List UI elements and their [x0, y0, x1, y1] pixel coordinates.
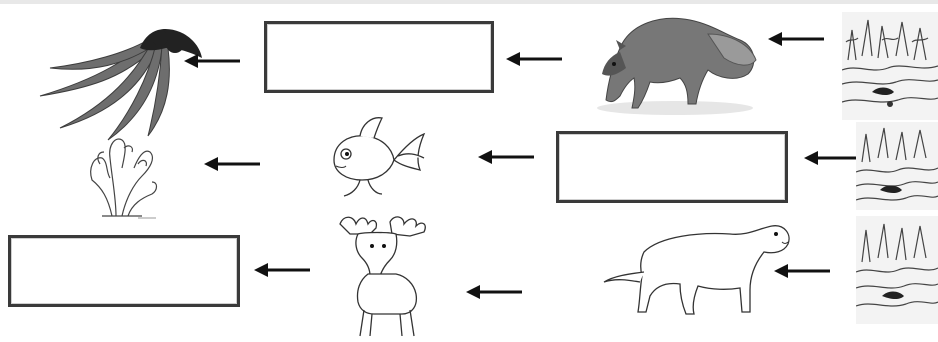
moose-image	[339, 216, 426, 337]
tundra-image	[842, 12, 938, 120]
answer-box-row-1[interactable]	[264, 21, 494, 93]
tundra-image	[856, 216, 938, 324]
answer-input-row-2[interactable]	[559, 134, 785, 200]
goldfish-image	[333, 117, 426, 197]
arrow-left-icon	[478, 150, 534, 164]
answer-box-row-2[interactable]	[556, 131, 788, 203]
arrow-left-icon	[506, 52, 562, 66]
answer-input-row-3[interactable]	[11, 238, 237, 304]
arrow-left-icon	[774, 264, 830, 278]
arrow-left-icon	[204, 157, 260, 171]
tundra-image	[856, 122, 938, 210]
arrow-left-icon	[184, 54, 240, 68]
coral-image	[90, 138, 158, 219]
scan-edge	[0, 0, 938, 4]
answer-input-row-1[interactable]	[267, 24, 491, 90]
seaweed-image	[39, 29, 202, 141]
mountain-lion-image	[603, 225, 790, 315]
answer-box-row-3[interactable]	[8, 235, 240, 307]
arctic-fox-image	[597, 17, 757, 115]
arrow-left-icon	[804, 151, 860, 165]
arrow-left-icon	[254, 263, 310, 277]
arrow-left-icon	[768, 32, 824, 46]
arrow-left-icon	[466, 285, 522, 299]
